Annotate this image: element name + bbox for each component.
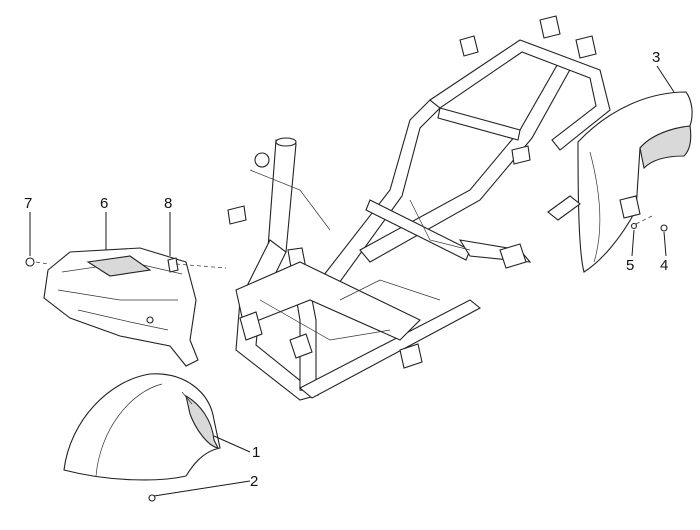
- callout-7: 7: [24, 195, 32, 212]
- callout-1: 1: [252, 444, 260, 461]
- part-2-screw: [148, 494, 156, 502]
- part-4-screw: [660, 224, 668, 232]
- part-3-rear-mudguard: [547, 91, 693, 273]
- part-5-washer: [630, 222, 638, 230]
- part-8-clip: [167, 257, 179, 273]
- part-6-inner-shield: [43, 247, 199, 367]
- part-1-front-mudguard: [63, 373, 221, 481]
- callout-8: 8: [164, 195, 172, 212]
- callout-2: 2: [250, 473, 258, 490]
- callout-labels: 7 6 8 1 2 3 5 4: [24, 49, 668, 490]
- hardware-screws: [25, 222, 668, 502]
- leader-lines: [29, 65, 675, 497]
- part-7-screw: [25, 257, 35, 267]
- scooter-frame: [227, 15, 611, 401]
- callout-5: 5: [626, 257, 634, 274]
- callout-4: 4: [660, 257, 668, 274]
- callout-3: 3: [652, 49, 660, 66]
- callout-6: 6: [100, 195, 108, 212]
